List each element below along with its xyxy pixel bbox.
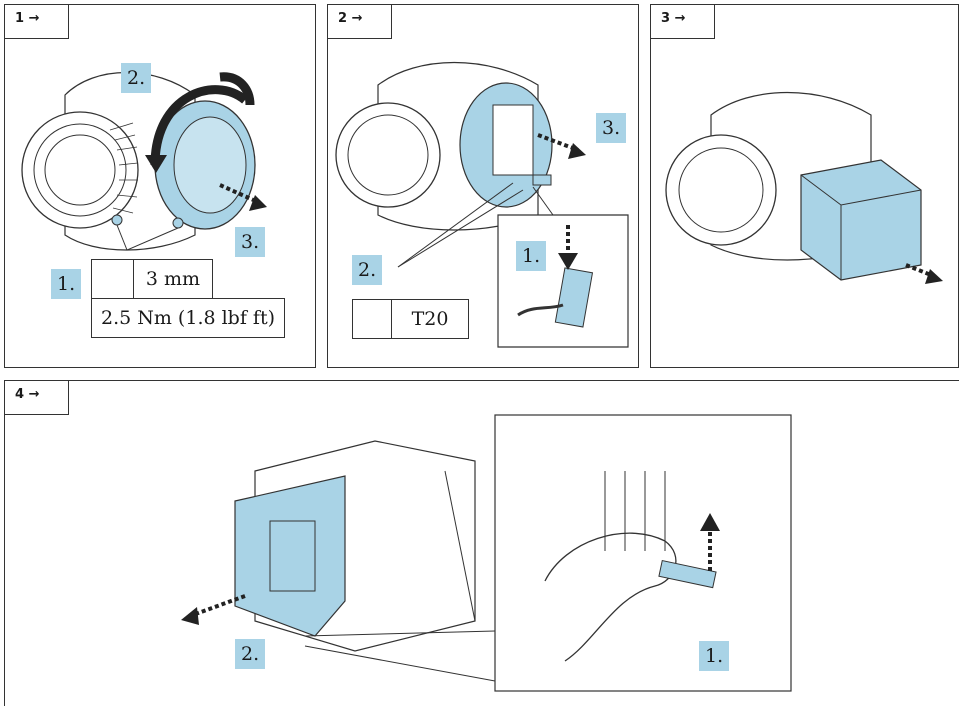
housing-cover-removal-illustration bbox=[21, 72, 267, 292]
callout-1: 1. bbox=[516, 241, 547, 271]
step-3-label: 3 → bbox=[651, 5, 715, 39]
step-4-panel: 4 → 2. 1. bbox=[4, 380, 959, 706]
tool-size: 3 mm bbox=[133, 259, 213, 299]
callout-1: 1. bbox=[51, 269, 82, 299]
step-3-panel: 3 → bbox=[650, 4, 959, 368]
step-1-panel: 1 → 2. 3. 1. 3 mm 2.5 Nm (1. bbox=[4, 4, 316, 368]
torx-size: T20 bbox=[391, 299, 469, 339]
callout-3: 3. bbox=[235, 227, 266, 257]
electronics-module-removal-illustration bbox=[665, 91, 943, 284]
callout-3: 3. bbox=[596, 113, 627, 143]
callout-2: 2. bbox=[121, 63, 152, 93]
step-4-label: 4 → bbox=[5, 381, 69, 415]
display-module-release-illustration bbox=[181, 414, 792, 692]
callout-1: 1. bbox=[699, 641, 730, 671]
torque-value: 2.5 Nm (1.8 lbf ft) bbox=[91, 298, 285, 338]
step-2-label: 2 → bbox=[328, 5, 392, 39]
hex-tool-box bbox=[91, 259, 134, 299]
step-2-panel: 2 → 3. 2. 1. T20 bbox=[327, 4, 639, 368]
callout-2: 2. bbox=[352, 255, 383, 285]
torx-tool-box bbox=[352, 299, 392, 339]
step-1-label: 1 → bbox=[5, 5, 69, 39]
callout-2: 2. bbox=[235, 639, 266, 669]
